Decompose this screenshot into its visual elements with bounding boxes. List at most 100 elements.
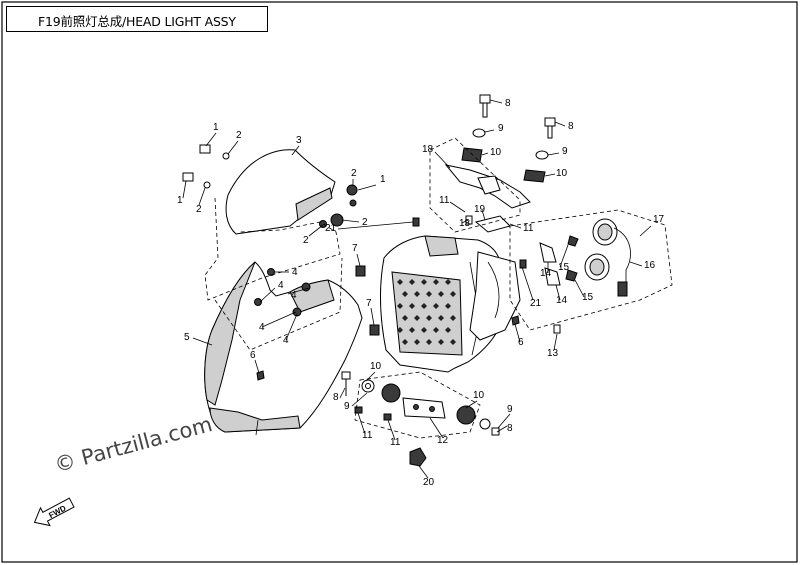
mount-plate-part-12[interactable] — [402, 397, 446, 419]
grommet-part-20[interactable] — [409, 447, 427, 467]
washer-top-right-part-9[interactable] — [535, 150, 549, 160]
front-cowl-part-5[interactable] — [204, 261, 363, 436]
leader-line — [365, 371, 376, 382]
leader-line — [308, 224, 324, 237]
screw-part-13[interactable] — [465, 215, 561, 334]
fwd-arrow-icon: FWD — [33, 497, 75, 527]
washer-top-left-part-9[interactable] — [472, 128, 486, 138]
turn-signal-upper-part-16[interactable] — [592, 218, 631, 282]
leader-line — [481, 209, 486, 221]
callout-number-10: 10 — [556, 168, 568, 179]
led-dot — [409, 303, 415, 309]
callout-number-20: 20 — [423, 477, 435, 488]
led-dot — [397, 279, 403, 285]
callout-number-9: 9 — [344, 401, 350, 412]
leader-line — [182, 180, 187, 199]
callout-number-11: 11 — [362, 430, 373, 441]
callout-number-8: 8 — [333, 392, 339, 403]
callout-number-2: 2 — [236, 130, 242, 141]
grommet-part-2[interactable] — [203, 152, 357, 228]
callout-number-1: 1 — [177, 195, 183, 206]
led-dot — [421, 303, 427, 309]
callout-number-11: 11 — [390, 437, 401, 448]
headlight-housing[interactable] — [379, 235, 503, 373]
leader-line — [547, 152, 560, 156]
nut-right-part-11[interactable] — [383, 413, 392, 421]
led-dot — [426, 291, 432, 297]
leader-line — [341, 219, 360, 223]
turn-signal-lower-part-16[interactable] — [584, 253, 628, 297]
bolt-top-left-part-8[interactable] — [479, 94, 491, 118]
callout-number-12: 12 — [437, 435, 449, 446]
callout-number-7: 7 — [352, 243, 358, 254]
callout-number-21: 21 — [325, 223, 337, 234]
leader-line — [544, 173, 556, 177]
leader-lines — [182, 99, 652, 479]
callout-number-1: 1 — [213, 122, 219, 133]
led-dot — [445, 327, 451, 333]
leader-line — [370, 307, 375, 326]
damper-left-part-10[interactable] — [381, 383, 401, 403]
damper-top-left-part-10[interactable] — [461, 147, 483, 163]
clip-part-7[interactable] — [355, 265, 380, 336]
bulb-socket-part-14[interactable] — [539, 242, 561, 286]
led-dot — [445, 303, 451, 309]
rear-mount-bracket[interactable] — [469, 251, 521, 341]
led-dot — [402, 315, 408, 321]
callout-number-2: 2 — [196, 204, 202, 215]
callout-number-10: 10 — [490, 147, 502, 158]
bolt-right-part-8[interactable] — [491, 427, 500, 436]
screw-part-1[interactable] — [182, 144, 358, 227]
clip-part-4[interactable] — [254, 268, 311, 317]
leader-line — [387, 419, 396, 441]
nut-left-part-11[interactable] — [354, 406, 363, 414]
callout-number-6: 6 — [518, 337, 524, 348]
callout-number-16: 16 — [644, 260, 656, 271]
led-dot — [409, 327, 415, 333]
upper-bracket-part-18[interactable] — [444, 164, 531, 209]
leader-line — [555, 284, 561, 301]
leader-line — [461, 219, 469, 224]
leader-line — [553, 333, 558, 351]
callout-number-10: 10 — [473, 390, 485, 401]
callout-number-9: 9 — [507, 404, 513, 415]
led-dot — [421, 327, 427, 333]
led-dot — [433, 303, 439, 309]
callout-number-7: 7 — [366, 298, 372, 309]
led-dot — [445, 279, 451, 285]
damper-right-part-10[interactable] — [456, 405, 476, 425]
leader-line — [509, 223, 522, 229]
group-outline-cowl — [204, 197, 343, 351]
washer-right-part-9[interactable] — [479, 418, 491, 430]
leader-line — [434, 151, 451, 169]
mount-part-19[interactable] — [474, 215, 511, 233]
callout-number-10: 10 — [370, 361, 382, 372]
callout-number-15: 15 — [582, 292, 594, 303]
washer-left-part-10[interactable] — [361, 379, 375, 393]
bulb-part-15[interactable] — [565, 235, 579, 282]
callout-number-13: 13 — [547, 348, 559, 359]
leader-line — [357, 412, 366, 435]
leader-line — [574, 279, 585, 298]
bolt-left-part-8[interactable] — [341, 371, 351, 396]
screw-part-6[interactable] — [256, 315, 520, 381]
leader-line — [489, 99, 503, 104]
group-outline-bracket — [429, 137, 521, 233]
windscreen-part-3[interactable] — [225, 149, 336, 235]
callout-number-2: 2 — [303, 235, 309, 246]
leader-line — [339, 387, 346, 399]
damper-top-right-part-10[interactable] — [523, 169, 546, 183]
callout-number-2: 2 — [362, 217, 368, 228]
led-dot — [414, 339, 420, 345]
led-array — [397, 279, 456, 345]
title-box: F19前照灯总成/HEAD LIGHT ASSY — [6, 6, 268, 32]
led-dot — [438, 339, 444, 345]
group-outline-mount — [354, 371, 481, 439]
bolt-top-right-part-8[interactable] — [544, 117, 556, 139]
screw-part-21[interactable] — [412, 217, 527, 269]
leader-line — [259, 287, 276, 303]
callout-number-14: 14 — [540, 268, 552, 279]
